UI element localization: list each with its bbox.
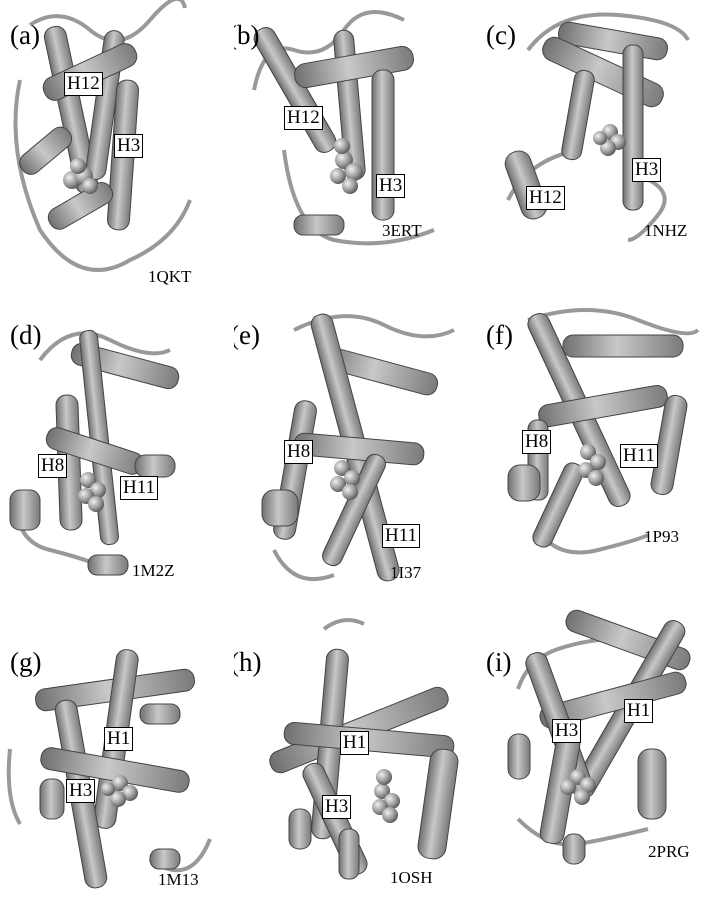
- panel-c: (c) H3 H12 1NHZ: [468, 0, 702, 300]
- helix-label: H11: [120, 476, 159, 500]
- helix-label: H3: [552, 719, 582, 743]
- ligand-f: [578, 444, 606, 486]
- helix-label: H3: [66, 779, 96, 803]
- panel-e: (e) H8 H11 1I37: [234, 300, 468, 600]
- panel-label: (i): [486, 647, 512, 677]
- helix-label: H8: [522, 430, 552, 454]
- panel-g: (g) H1 H3 1M13: [0, 599, 234, 899]
- panel-b: (b) H12 H3 3ERT: [234, 0, 468, 300]
- panel-label: (c): [486, 20, 516, 50]
- pdb-id: 1M2Z: [132, 561, 175, 580]
- structure-d: [9, 329, 180, 576]
- helix-label: H3: [632, 158, 662, 182]
- helix-label: H8: [38, 454, 68, 478]
- helix-label: H11: [620, 444, 659, 468]
- helix-label: H12: [284, 106, 323, 130]
- helix-label: H12: [526, 186, 565, 210]
- ligand-d: [78, 472, 106, 512]
- panel-label: (f): [486, 320, 513, 350]
- ligand-g: [101, 775, 138, 807]
- ligand-i: [560, 769, 596, 805]
- helix-label: H12: [64, 72, 103, 96]
- panel-d: (d) H8 H11 1M2Z: [0, 300, 234, 600]
- panel-label: (d): [10, 320, 42, 350]
- pdb-id: 1P93: [644, 527, 679, 546]
- ligand-e: [330, 460, 360, 500]
- structure-e: [261, 313, 455, 582]
- panel-label: (e): [234, 320, 260, 350]
- helix-label: H3: [322, 795, 352, 819]
- structure-a: [13, 0, 192, 272]
- pdb-id: 1M13: [158, 870, 199, 889]
- pdb-id: 1QKT: [148, 267, 192, 286]
- structure-c: [504, 12, 690, 242]
- structure-f: [507, 308, 700, 555]
- pdb-id: 1OSH: [390, 868, 433, 887]
- helix-label: H11: [382, 524, 421, 548]
- panel-label: (h): [234, 647, 262, 677]
- panel-a: (a) H12 H3 1QKT: [0, 0, 234, 300]
- pdb-id: 1I37: [390, 563, 422, 582]
- helix-label: H1: [624, 699, 654, 723]
- panel-label: (a): [10, 20, 40, 50]
- structure-h: [269, 618, 459, 880]
- pdb-id: 1NHZ: [644, 221, 688, 240]
- ligand-c: [593, 124, 626, 156]
- ligand-h: [372, 769, 400, 823]
- pdb-id: 2PRG: [648, 842, 690, 861]
- ligand-b: [330, 138, 363, 194]
- helix-label: H8: [284, 440, 314, 464]
- helix-label: H3: [376, 174, 406, 198]
- helix-label: H1: [104, 727, 134, 751]
- pdb-id: 3ERT: [382, 221, 422, 240]
- panel-i: (i) H3 H1 2PRG: [468, 599, 702, 899]
- panel-h: (h) H1 H3 1OSH: [234, 599, 468, 899]
- structure-b: [252, 10, 435, 246]
- panel-f: (f) H8 H11 1P93: [468, 300, 702, 600]
- panel-label: (b): [234, 20, 260, 50]
- ligand-a: [63, 158, 98, 194]
- helix-label: H1: [340, 731, 370, 755]
- helix-label: H3: [114, 134, 144, 158]
- panel-label: (g): [10, 647, 42, 677]
